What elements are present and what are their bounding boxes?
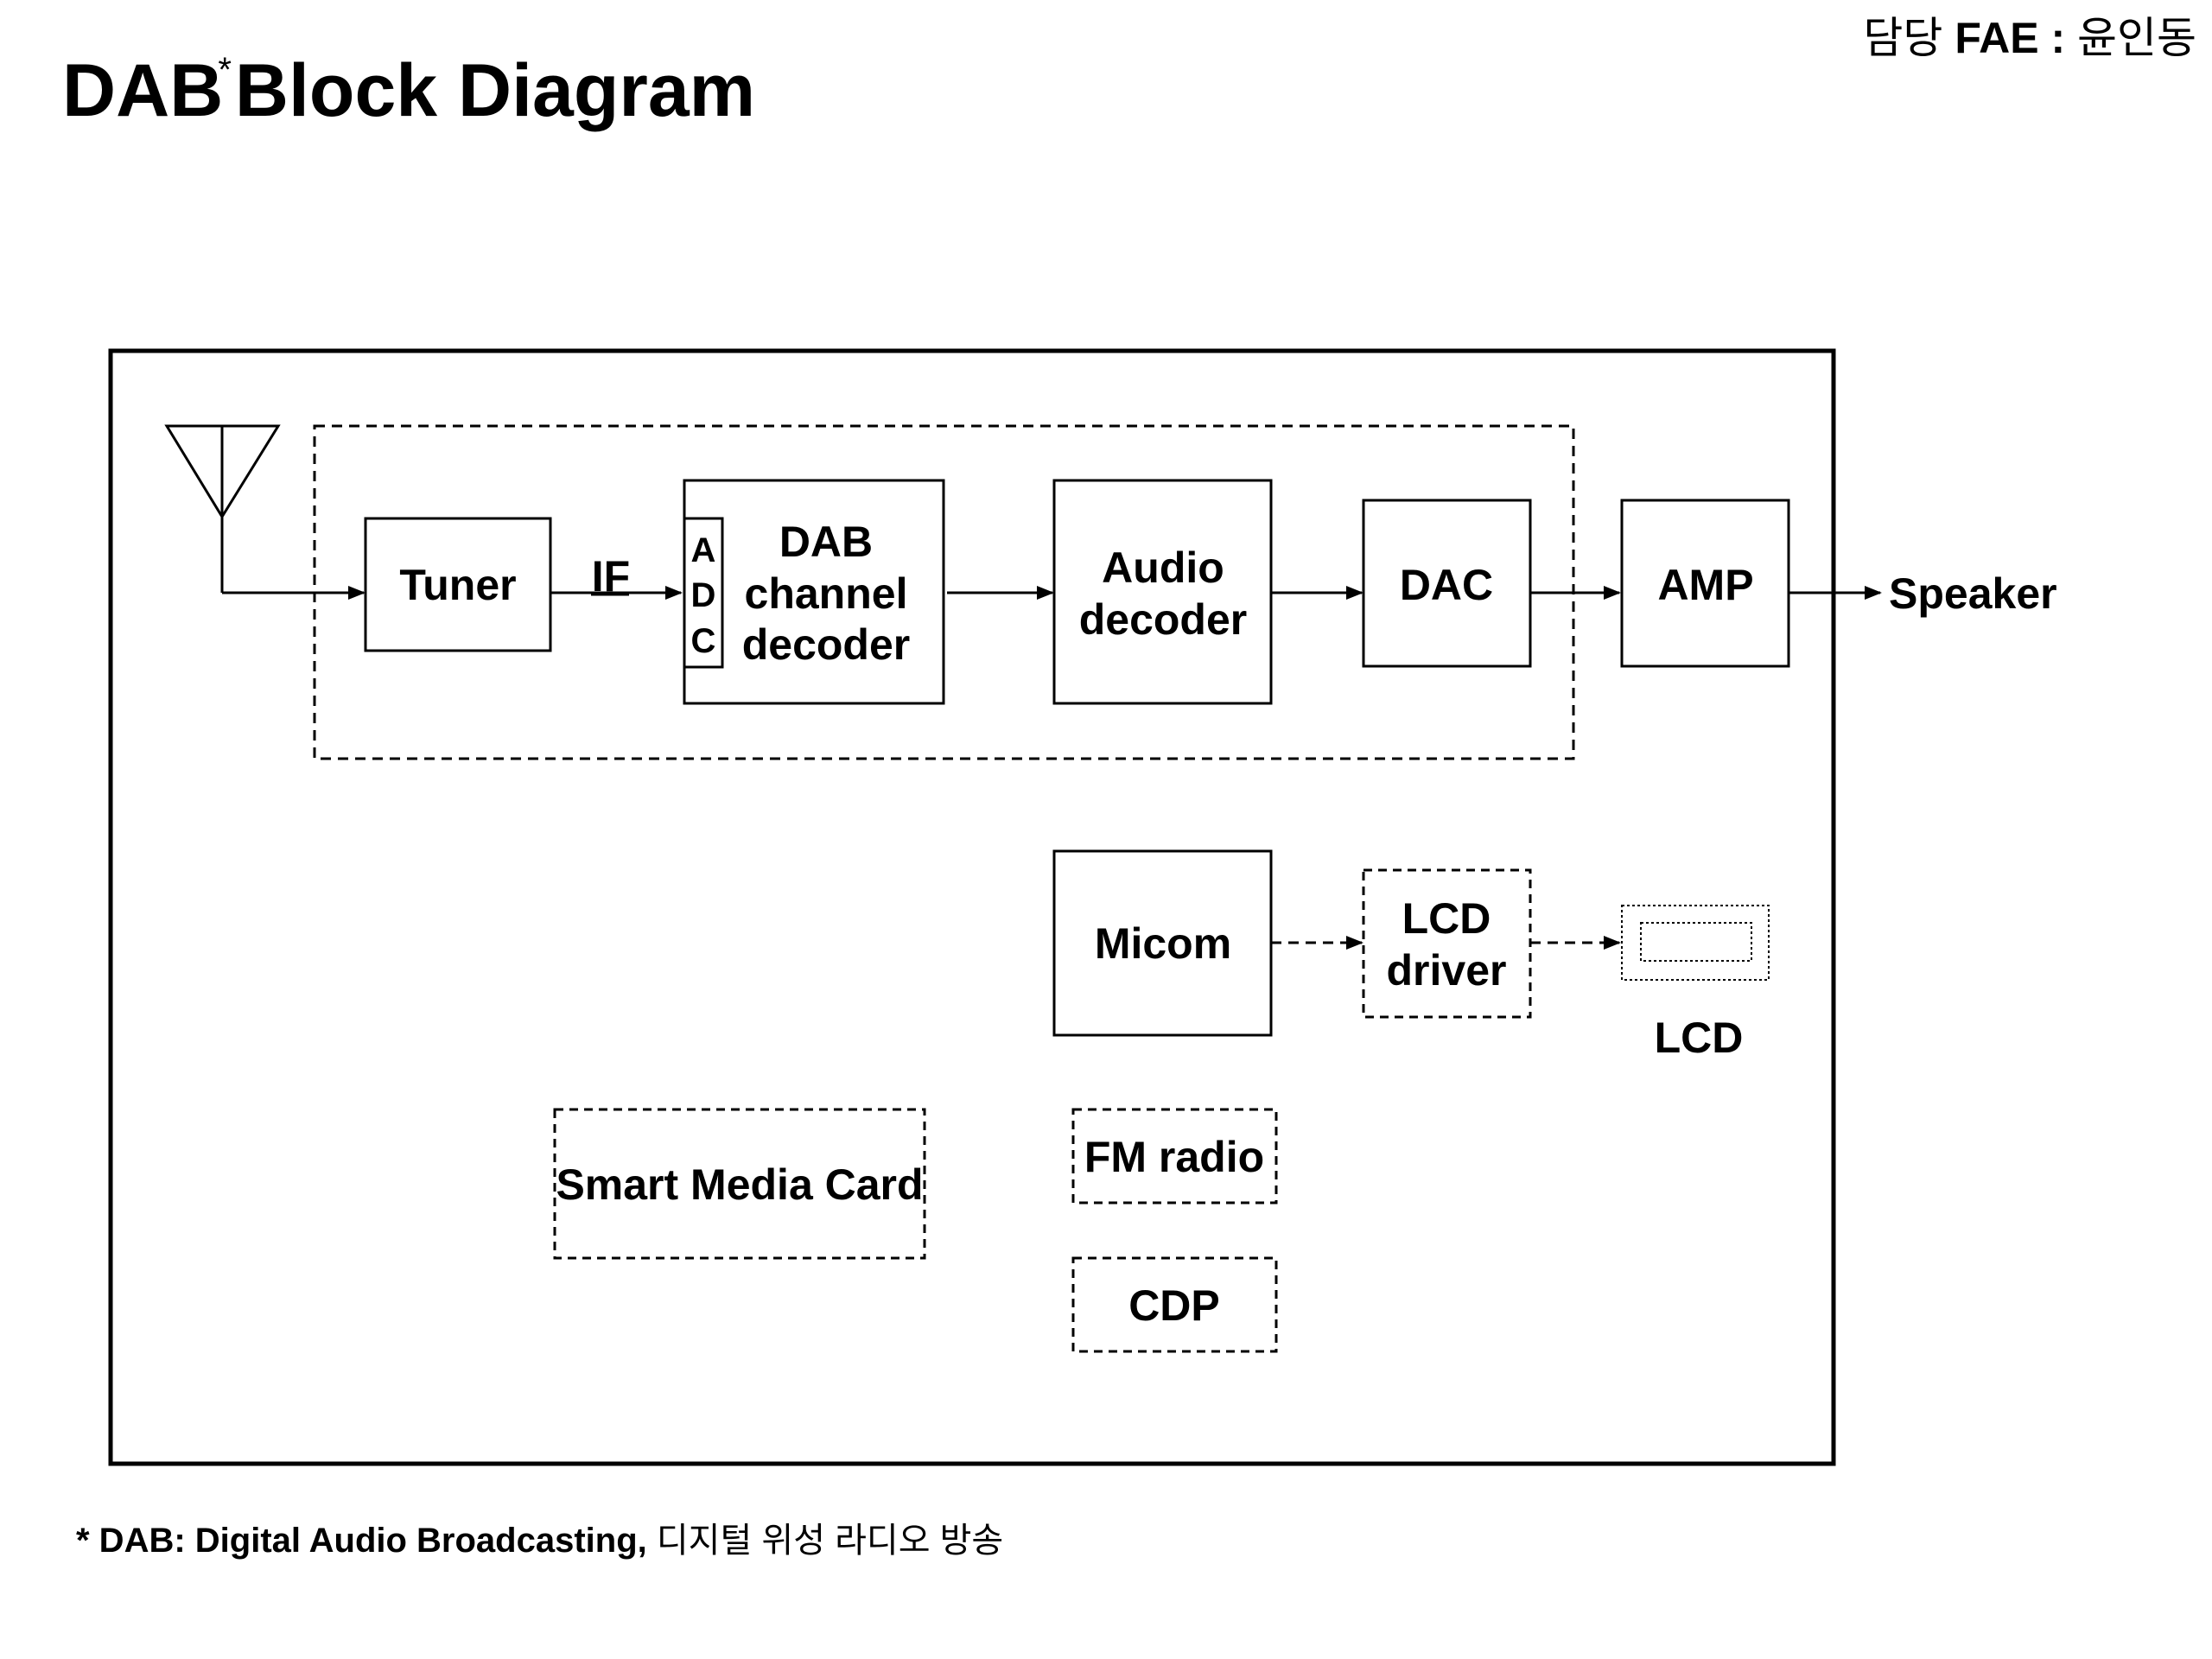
audio-decoder-line2: decoder	[1079, 595, 1248, 644]
dab-channel-decoder-block	[683, 479, 945, 705]
footnote-definition: * DAB: Digital Audio Broadcasting,	[76, 1522, 657, 1560]
smart-media-card-label: Smart Media Card	[556, 1160, 923, 1209]
audio-decoder-block	[1052, 479, 1273, 705]
adc-letter-c: C	[691, 622, 716, 660]
adc-letter-a: A	[691, 531, 716, 569]
fm-radio-block	[1071, 1108, 1278, 1205]
system-frame	[108, 348, 1836, 1466]
presenter-label: 담당 FAE : 윤인동	[1863, 12, 2196, 64]
presenter-role: FAE :	[1955, 14, 2077, 62]
footnote-korean: 디지털 위성 라디오 방송	[656, 1522, 1004, 1560]
speaker-label: Speaker	[1889, 569, 2057, 618]
micom-label: Micom	[1095, 919, 1231, 968]
page-title: DAB*Block Diagram	[62, 51, 755, 128]
dab-decoder-line3: decoder	[742, 620, 911, 669]
cdp-label: CDP	[1128, 1281, 1220, 1330]
cdp-block	[1071, 1256, 1278, 1353]
lcd-driver-line1: LCD	[1402, 894, 1491, 943]
lcd-screen-icon	[1621, 905, 1770, 981]
tuner-label: Tuner	[399, 561, 516, 609]
smart-media-card-block	[553, 1108, 926, 1260]
lcd-label: LCD	[1655, 1014, 1744, 1062]
lcd-driver-line2: driver	[1387, 946, 1507, 995]
lcd-driver-block	[1362, 868, 1532, 1019]
title-asterisk: *	[218, 51, 232, 90]
dab-decoder-line1: DAB	[779, 518, 873, 566]
micom-block	[1052, 849, 1273, 1037]
antenna-icon	[164, 424, 281, 593]
amp-label: AMP	[1657, 561, 1753, 609]
fm-radio-label: FM radio	[1084, 1133, 1264, 1181]
title-dab: DAB	[62, 49, 224, 132]
amp-block	[1620, 499, 1790, 668]
presenter-prefix: 담당	[1863, 14, 1955, 62]
tuner-block	[364, 517, 552, 652]
if-label: IF	[592, 552, 630, 601]
footnote: * DAB: Digital Audio Broadcasting, 디지털 위…	[76, 1512, 1003, 1562]
dac-label: DAC	[1400, 561, 1493, 609]
presenter-name: 윤인동	[2077, 14, 2196, 62]
dab-decoder-line2: channel	[745, 569, 908, 618]
adc-block	[683, 517, 724, 669]
audio-decoder-line1: Audio	[1102, 543, 1224, 592]
dac-block	[1362, 499, 1532, 668]
adc-letter-d: D	[691, 576, 716, 614]
title-rest: Block Diagram	[234, 49, 756, 132]
